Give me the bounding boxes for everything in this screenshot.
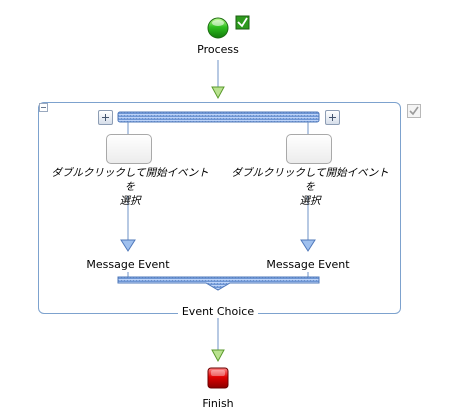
add-branch-right-icon[interactable]	[325, 110, 340, 125]
message-event-label-right: Message Event	[266, 258, 350, 271]
finish-label: Finish	[202, 397, 234, 410]
add-branch-left-icon[interactable]	[98, 110, 113, 125]
message-event-label-left: Message Event	[86, 258, 170, 271]
select-start-event-prompt-right: ダブルクリックして開始イベントを 選択	[231, 167, 389, 207]
collapse-icon[interactable]	[39, 103, 48, 112]
checkbox-grey-icon[interactable]	[407, 104, 421, 118]
process-label: Process	[197, 43, 239, 56]
event-choice-caption: Event Choice	[178, 305, 258, 318]
start-event-placeholder-left[interactable]	[106, 134, 152, 164]
start-event-placeholder-right[interactable]	[286, 134, 332, 164]
arrow-head-green	[211, 86, 225, 100]
end-event-icon	[207, 367, 229, 389]
join-bar	[117, 276, 320, 291]
select-start-event-prompt-left: ダブルクリックして開始イベントを 選択	[51, 167, 209, 207]
